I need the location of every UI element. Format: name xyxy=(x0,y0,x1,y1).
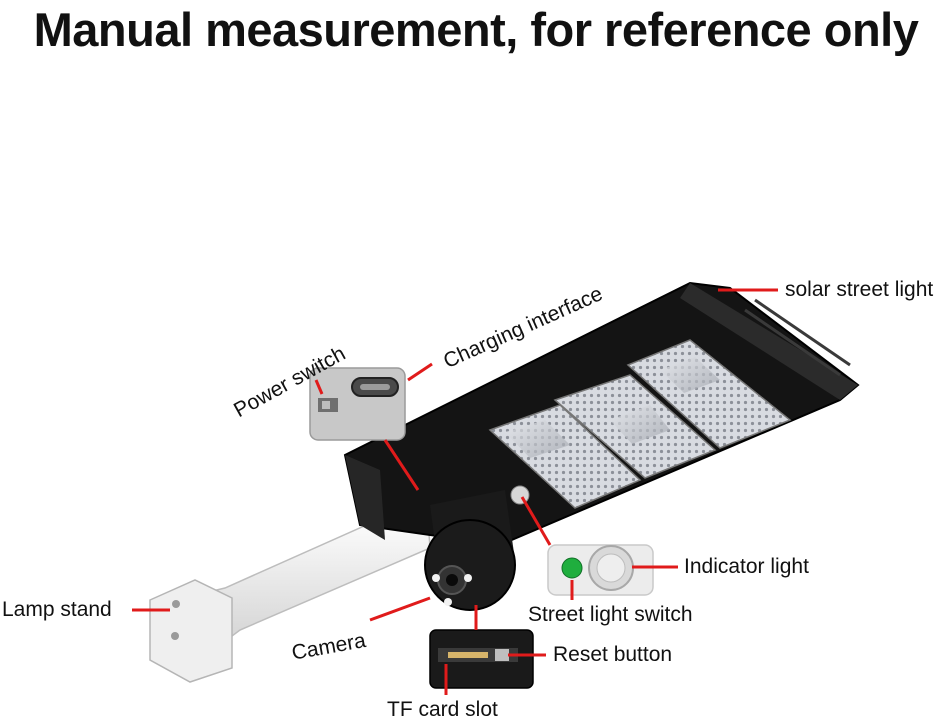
charging-interface-inset xyxy=(309,367,406,441)
leader-sensor-to-switch xyxy=(520,496,552,546)
indicator-sensor xyxy=(510,485,530,505)
label-reset-button: Reset button xyxy=(553,643,673,666)
label-tf-card-slot: TF card slot xyxy=(387,698,498,721)
leader-power-switch xyxy=(314,379,324,395)
leader-charging-interface xyxy=(407,362,433,382)
camera xyxy=(424,490,516,611)
lamp-stand-arm xyxy=(149,509,431,683)
page-title: Manual measurement, for reference only xyxy=(33,3,919,56)
leader-lines xyxy=(132,288,778,695)
label-street-light-switch: Street light switch xyxy=(528,603,693,626)
led-panel-3 xyxy=(626,339,792,449)
leader-charging-to-unit xyxy=(383,439,420,491)
leader-camera xyxy=(369,596,431,622)
led-panel-2 xyxy=(553,374,717,479)
label-solar-street-light: solar street light xyxy=(785,278,934,301)
label-lamp-stand: Lamp stand xyxy=(2,598,112,621)
tf-card-inset xyxy=(429,629,534,689)
label-indicator-light: Indicator light xyxy=(684,555,809,578)
street-light-switch-inset xyxy=(547,544,654,596)
led-panel-1 xyxy=(488,404,642,509)
